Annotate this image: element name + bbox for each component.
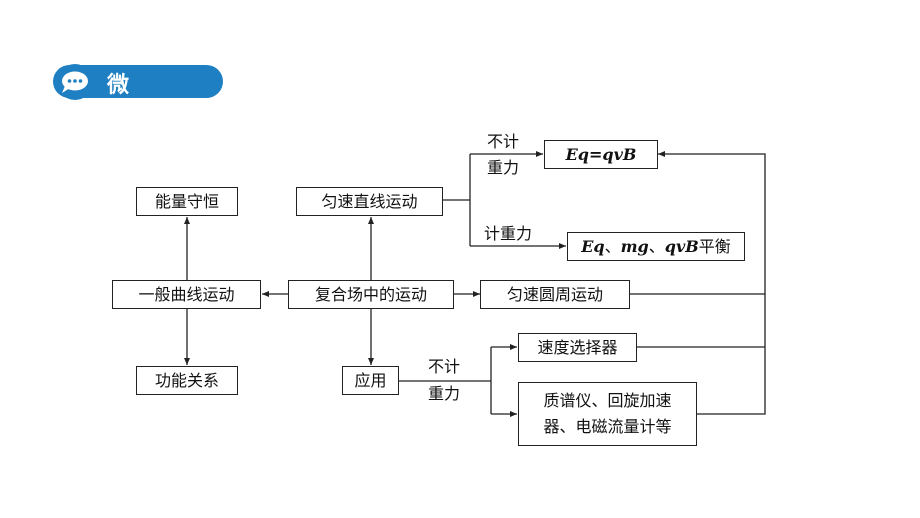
label-no-gravity-bottom-line1: 不计: [428, 357, 461, 376]
box-devices: 质谱仪、回旋加速 器、电磁流量计等: [518, 382, 697, 446]
general-curve-text: 一般曲线运动: [138, 284, 235, 304]
equals-sign: =: [588, 144, 603, 164]
label-no-gravity-bottom-line2: 重力: [428, 384, 461, 403]
label-no-gravity-top-line2: 重力: [487, 158, 520, 177]
devices-text-line2: 器、电磁流量计等: [543, 417, 672, 436]
balance-eq-term: Eq: [581, 236, 605, 256]
eq-term: Eq: [565, 144, 589, 164]
uniform-linear-text: 匀速直线运动: [321, 191, 418, 211]
balance-suffix: 平衡: [698, 236, 731, 256]
balance-sep-1: 、: [604, 236, 621, 256]
energy-conservation-text: 能量守恒: [154, 191, 219, 211]
box-eq-equals-qvb: Eq=qvB: [544, 140, 658, 169]
application-text: 应用: [354, 370, 387, 390]
line-devices-feedback: [697, 294, 766, 415]
line-circular-feedback: [630, 151, 766, 295]
box-general-curve-motion: 一般曲线运动: [112, 280, 261, 309]
balance-qvb-term: qvB: [664, 236, 699, 256]
devices-text-line1: 质谱仪、回旋加速: [543, 391, 672, 410]
box-compound-field-motion: 复合场中的运动: [288, 280, 454, 309]
label-with-gravity: 计重力: [484, 224, 533, 243]
box-velocity-selector: 速度选择器: [518, 333, 637, 362]
chat-bubble-icon: [57, 64, 93, 100]
compound-field-text: 复合场中的运动: [314, 284, 427, 304]
box-uniform-circular-motion: 匀速圆周运动: [480, 280, 630, 309]
uniform-circular-text: 匀速圆周运动: [506, 284, 603, 304]
work-energy-text: 功能关系: [154, 370, 219, 390]
box-application: 应用: [342, 366, 399, 395]
qvb-term: qvB: [602, 144, 637, 164]
section-title: 微网构建: [107, 73, 131, 194]
box-uniform-linear-motion: 匀速直线运动: [296, 187, 443, 216]
box-energy-conservation: 能量守恒: [136, 187, 238, 216]
velocity-selector-text: 速度选择器: [537, 337, 618, 357]
balance-sep-2: 、: [648, 236, 665, 256]
balance-mg-term: mg: [620, 236, 649, 256]
box-work-energy-relation: 功能关系: [136, 366, 238, 395]
label-no-gravity-top-line1: 不计: [487, 132, 520, 151]
